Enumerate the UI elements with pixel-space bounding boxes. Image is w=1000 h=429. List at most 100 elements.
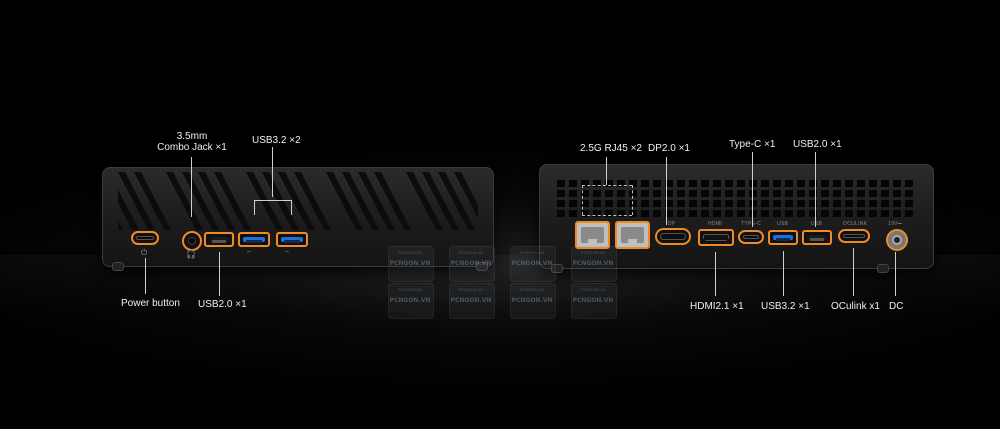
grille-slot [557, 200, 565, 207]
grille-slot [725, 210, 733, 217]
grille-slot [725, 190, 733, 197]
vent-stripe [198, 172, 235, 230]
grille-slot [725, 200, 733, 207]
callout-line [853, 248, 854, 296]
grille-slot [869, 200, 877, 207]
grille-slot [629, 190, 637, 197]
grille-slot [785, 200, 793, 207]
grille-slot [713, 180, 721, 187]
callout-line [815, 152, 816, 227]
vent-stripe [342, 172, 379, 230]
grille-slot [593, 190, 601, 197]
grille-slot [581, 180, 589, 187]
grille-slot [641, 180, 649, 187]
dc-power-jack[interactable] [886, 229, 908, 251]
grille-slot [809, 210, 817, 217]
grille-slot [617, 180, 625, 187]
grille-slot [833, 180, 841, 187]
grille-slot [581, 190, 589, 197]
grille-slot [893, 180, 901, 187]
grille-slot [665, 190, 673, 197]
grille-slot [749, 180, 757, 187]
callout-line [272, 147, 273, 197]
usb32-rear-port[interactable] [768, 230, 798, 245]
usb32-front-label: USB3.2 ×2 [252, 135, 301, 146]
grille-slot [737, 180, 745, 187]
usb20-rear-label: USB2.0 ×1 [793, 139, 842, 150]
grille-slot [869, 210, 877, 217]
grille-slot [833, 200, 841, 207]
grille-slot [881, 200, 889, 207]
grille-slot [725, 180, 733, 187]
grille-slot [713, 200, 721, 207]
grille-slot [761, 180, 769, 187]
grille-slot [773, 210, 781, 217]
grille-slot [905, 190, 913, 197]
grille-slot [593, 180, 601, 187]
usb32-front-port-1[interactable] [238, 232, 270, 247]
vent-stripe [134, 172, 171, 230]
callout-line [291, 200, 292, 215]
grille-slot [677, 210, 685, 217]
typec-label: Type-C ×1 [729, 139, 776, 150]
callout-line [666, 157, 667, 225]
typec-port-mark: TYPE-C [741, 221, 761, 227]
vent-stripe [262, 172, 299, 230]
vent-grille [557, 180, 913, 217]
grille-slot [773, 180, 781, 187]
oculink-port[interactable] [838, 229, 870, 243]
displayport-port[interactable] [655, 228, 691, 245]
power-button-label: Power button [121, 298, 180, 309]
grille-slot [809, 200, 817, 207]
rj45-port-1[interactable] [575, 221, 610, 249]
usb32-rear-label: USB3.2 ×1 [761, 301, 810, 312]
grille-slot [641, 200, 649, 207]
grille-slot [677, 180, 685, 187]
rj45-port-2[interactable] [615, 221, 650, 249]
grille-slot [701, 210, 709, 217]
grille-slot [737, 210, 745, 217]
grille-slot [845, 210, 853, 217]
grille-slot [797, 200, 805, 207]
dp-port-mark: DP [668, 221, 676, 227]
grille-slot [581, 200, 589, 207]
dc-label: DC [889, 301, 904, 312]
combo-jack-label-line-2: Combo Jack ×1 [157, 142, 227, 153]
chassis-foot [112, 262, 124, 271]
grille-slot [593, 210, 601, 217]
usb32-front-port-2[interactable] [276, 232, 308, 247]
combo-audio-jack[interactable] [182, 231, 202, 251]
grille-slot [857, 200, 865, 207]
usb20-rear-port[interactable] [802, 230, 832, 245]
vent-stripe [214, 172, 251, 230]
power-button[interactable] [131, 231, 159, 245]
vent-stripe [438, 172, 475, 230]
grille-slot [905, 200, 913, 207]
grille-slot [701, 180, 709, 187]
grille-slot [797, 210, 805, 217]
callout-line [582, 185, 583, 215]
dc-port-mark: 19V⎓ [888, 221, 903, 227]
usb-port-mark: USB [777, 221, 789, 227]
typec-port[interactable] [738, 230, 764, 244]
usb20-front-port[interactable] [204, 232, 234, 247]
grille-slot [821, 200, 829, 207]
grille-slot [737, 190, 745, 197]
hdmi-port[interactable] [698, 229, 734, 246]
vent-stripe [406, 172, 443, 230]
grille-slot [761, 190, 769, 197]
vent-stripe [166, 172, 203, 230]
combo-jack-label-line-1: 3.5mm [176, 131, 208, 142]
grille-slot [797, 190, 805, 197]
power-icon: ⏻ [141, 248, 148, 257]
grille-slot [869, 190, 877, 197]
vent-stripe [118, 172, 155, 230]
vent-stripe [422, 172, 459, 230]
grille-slot [845, 200, 853, 207]
grille-slot [569, 200, 577, 207]
grille-slot [677, 190, 685, 197]
